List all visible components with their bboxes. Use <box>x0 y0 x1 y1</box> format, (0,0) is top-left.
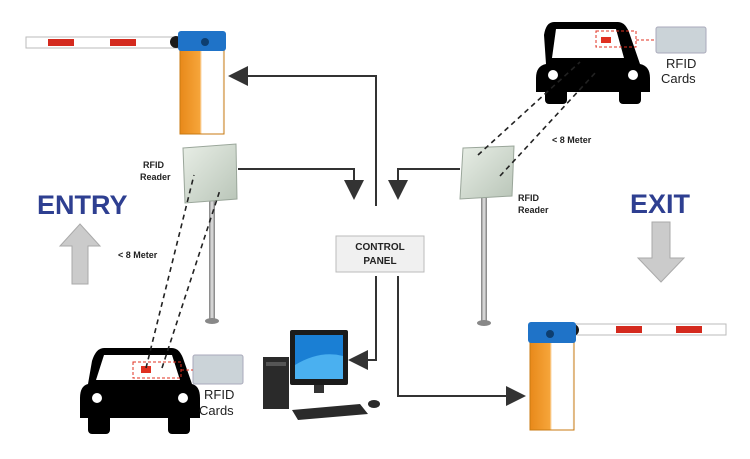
reader-pole <box>481 190 487 322</box>
rf-line <box>161 189 221 369</box>
boom-stripe <box>616 326 642 333</box>
car-rfid-tag <box>601 37 611 43</box>
rfid-reader-icon <box>459 145 515 200</box>
entry-cards-label-line1: RFID <box>204 387 234 402</box>
reader-pole <box>209 196 215 320</box>
exit-cards-label-line1: RFID <box>666 56 696 71</box>
exit-direction-arrow <box>636 221 686 283</box>
exit-boom-arm <box>573 323 727 336</box>
control-panel-label-line1: CONTROL <box>355 242 404 253</box>
entry-heading: ENTRY <box>37 190 128 220</box>
exit-reader-label-line1: RFID <box>518 193 539 203</box>
down-arrow-icon <box>636 221 686 283</box>
computer-workstation <box>263 330 380 420</box>
rfid-reader-icon <box>182 143 238 204</box>
entry-distance-label: < 8 Meter <box>118 250 158 260</box>
boom-stripe <box>48 39 74 46</box>
entry-direction-arrow <box>58 223 102 285</box>
exit-car <box>536 22 650 104</box>
entry-reader-label-line1: RFID <box>143 160 164 170</box>
entry-barrier-gate <box>25 31 226 135</box>
mouse <box>368 400 380 408</box>
entry-reader-to-control <box>238 168 364 200</box>
entry-rfid-card <box>181 354 244 385</box>
rf-signal-lines <box>145 61 597 369</box>
barrier-cap-light <box>201 38 209 46</box>
rfid-card-icon <box>655 26 707 54</box>
rf-line <box>145 174 195 369</box>
rf-line <box>499 71 597 177</box>
up-arrow-icon <box>58 223 102 285</box>
connection-lines <box>228 66 526 406</box>
exit-barrier-gate <box>528 322 727 431</box>
exit-rfid-reader <box>459 145 515 326</box>
entry-car <box>80 348 200 434</box>
entry-reader-label-line2: Reader <box>140 172 171 182</box>
control-panel-box <box>335 235 425 273</box>
control-panel <box>335 235 425 273</box>
control-to-entry-barrier <box>228 66 377 206</box>
keyboard <box>292 404 368 420</box>
entry-rfid-reader <box>182 143 238 324</box>
exit-reader-to-control <box>388 168 460 200</box>
boom-stripe <box>110 39 136 46</box>
exit-heading: EXIT <box>630 189 691 219</box>
barrier-gate-icon <box>179 49 225 135</box>
boom-stripe <box>676 326 702 333</box>
car-rfid-tag <box>141 366 151 373</box>
exit-distance-label: < 8 Meter <box>552 135 592 145</box>
exit-reader-label-line2: Reader <box>518 205 549 215</box>
barrier-gate-icon <box>529 341 575 431</box>
barrier-cap-light <box>546 330 554 338</box>
entry-cards-label-line2: Cards <box>199 403 234 418</box>
control-panel-label-line2: PANEL <box>363 256 396 267</box>
control-to-exit-barrier <box>397 276 526 406</box>
exit-rfid-card <box>636 26 707 54</box>
exit-cards-label-line2: Cards <box>661 71 696 86</box>
rfid-card-icon <box>192 354 244 385</box>
control-to-computer <box>348 276 377 370</box>
